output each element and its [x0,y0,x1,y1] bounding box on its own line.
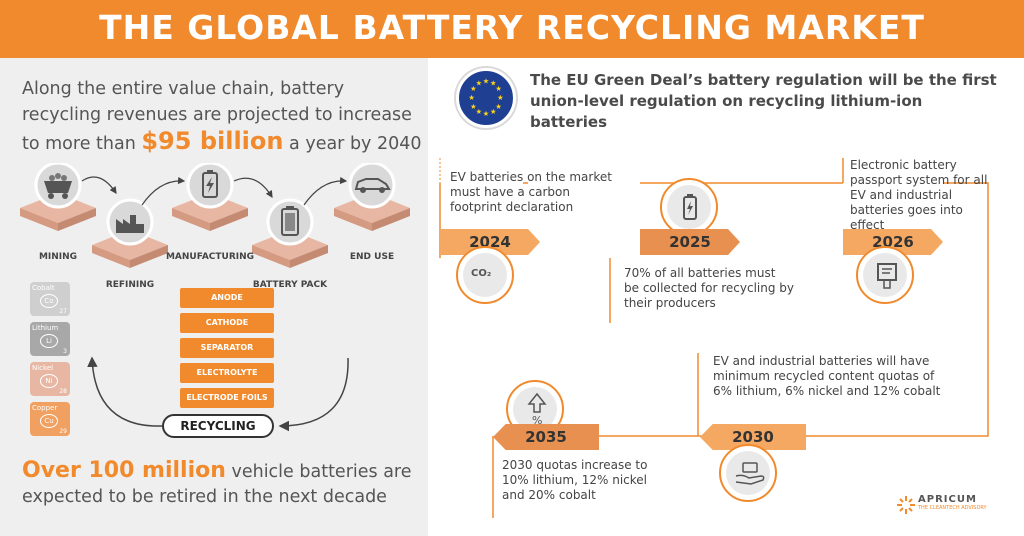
value-chain-diagram [20,163,410,268]
chain-label-mining: MINING [38,252,78,262]
part-electrode-foils: ELECTRODE FOILS [180,388,274,408]
recycling-label: RECYCLING [162,414,274,438]
element-cobalt: Cobalt Co 27 [30,282,70,316]
logo-tagline: THE CLEANTECH ADVISORY [918,505,987,511]
element-number: 27 [59,308,67,315]
battery-hand-icon [719,444,777,502]
svg-text:%: % [532,414,542,426]
right-panel: ★★★ ★★★ ★★★ ★★★ The EU Green Deal’s batt… [428,58,1024,536]
desc-2024: EV batteries on the market must have a c… [450,170,612,214]
element-nickel: Nickel Ni 28 [30,362,70,396]
svg-text:★: ★ [470,84,476,93]
logo-name: APRICUM [918,494,977,505]
title-banner: THE GLOBAL BATTERY RECYCLING MARKET [0,0,1024,58]
svg-text:★: ★ [468,93,474,102]
retired-highlight: Over 100 million [22,458,226,483]
svg-text:★: ★ [497,93,503,102]
svg-text:★: ★ [476,107,482,116]
element-symbol: Ni [40,374,58,388]
battery-charge-icon [186,163,234,209]
svg-text:★: ★ [495,102,501,111]
svg-text:★: ★ [470,102,476,111]
battery-charge-icon [660,178,718,236]
svg-text:★: ★ [495,84,501,93]
desc-2035: 2030 quotas increase to 10% lithium, 12%… [502,458,648,502]
chain-label-refining: REFINING [105,280,155,290]
desc-2026: Electronic battery passport system for a… [850,158,988,232]
desc-2030: EV and industrial batteries will have mi… [713,354,941,398]
element-symbol: Co [40,294,58,308]
element-symbol: Li [40,334,58,348]
battery-pack-icon [266,198,314,246]
apricum-logo: APRICUM THE CLEANTECH ADVISORY [918,494,987,511]
element-number: 28 [59,388,67,395]
retired-batteries-statement: Over 100 million vehicle batteries are e… [22,458,422,510]
element-lithium: Lithium Li 3 [30,322,70,356]
part-anode: ANODE [180,288,274,308]
timeline-path [439,158,989,518]
svg-text:★: ★ [490,107,496,116]
revenue-highlight: $95 billion [141,127,284,155]
year-2025: 2025 [640,229,740,255]
recycling-arrows [87,356,349,432]
revenue-text-pre: Along the entire value chain, battery re… [22,79,412,154]
element-name: Copper [32,404,58,412]
svg-text:★: ★ [483,77,489,86]
revenue-text-post: a year by 2040 [283,134,422,154]
element-copper: Copper Cu 29 [30,402,70,436]
svg-text:★: ★ [490,78,496,87]
element-number: 3 [63,348,67,355]
left-panel: Along the entire value chain, battery re… [0,58,428,536]
chain-label-end-use: END USE [349,252,395,262]
year-2035: 2035 [493,424,599,450]
page-title: THE GLOBAL BATTERY RECYCLING MARKET [99,8,925,47]
eu-flag-icon: ★★★ ★★★ ★★★ ★★★ [456,68,516,128]
svg-text:★: ★ [483,109,489,118]
part-electrolyte: ELECTROLYTE [180,363,274,383]
apricum-logo-icon [897,496,915,514]
passport-icon [856,246,914,304]
element-name: Nickel [32,364,54,372]
revenue-statement: Along the entire value chain, battery re… [22,76,422,157]
desc-2025: 70% of all batteries must be collected f… [624,266,795,310]
car-icon [348,163,396,209]
element-number: 29 [59,428,67,435]
part-separator: SEPARATOR [180,338,274,358]
retired-text: vehicle batteries are expected to be ret… [22,462,412,507]
element-name: Lithium [32,324,59,332]
svg-text:★: ★ [476,78,482,87]
mining-cart-icon [34,163,82,209]
eu-regulation-title: The EU Green Deal’s battery regulation w… [530,71,997,131]
factory-icon [106,198,154,246]
chain-label-manufacturing: MANUFACTURING [165,252,255,262]
element-name: Cobalt [32,284,55,292]
part-cathode: CATHODE [180,313,274,333]
element-symbol: Cu [40,414,58,428]
co2-footprint-icon: CO₂ [456,246,514,304]
chain-label-battery-pack: BATTERY PACK [252,280,328,290]
